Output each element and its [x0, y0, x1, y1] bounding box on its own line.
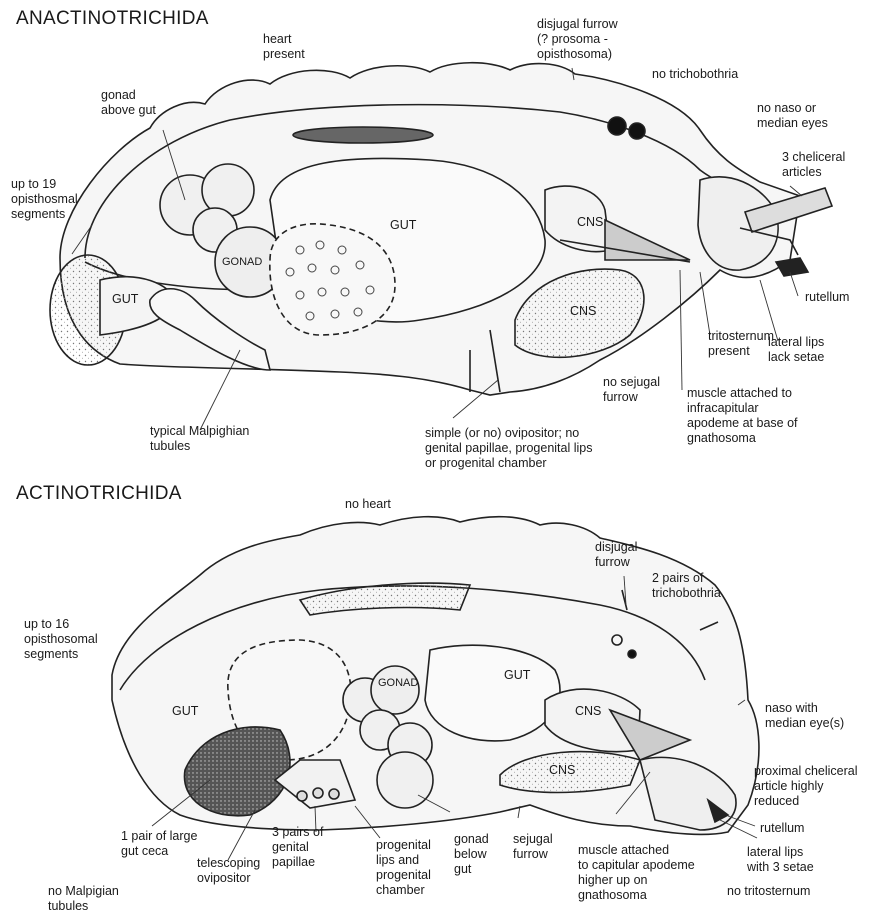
label-heart-present: heart present [263, 32, 305, 62]
top-eye-2 [629, 123, 645, 139]
label-cheliceral-articles: 3 cheliceral articles [782, 150, 845, 180]
label-gut-ceca: 1 pair of large gut ceca [121, 829, 197, 859]
actinotrichida-body [112, 517, 759, 835]
top-heart [293, 127, 433, 143]
label-no-trichobothria: no trichobothria [652, 67, 738, 82]
bottom-gonad [377, 752, 433, 808]
label-tritosternum-present: tritosternum present [708, 329, 774, 359]
inner-cns2-bottom: CNS [549, 763, 575, 778]
label-segments-top: up to 19 opisthosmal segments [11, 177, 78, 222]
bottom-gut [425, 645, 560, 741]
inner-gonad-top: GONAD [222, 255, 262, 270]
label-rutellum-top: rutellum [805, 290, 849, 305]
bottom-eye [628, 650, 636, 658]
inner-cns2-top: CNS [570, 304, 596, 319]
label-no-naso: no naso or median eyes [757, 101, 828, 131]
label-sejugal-furrow: sejugal furrow [513, 832, 553, 862]
label-gonad-above-gut: gonad above gut [101, 88, 156, 118]
label-segments-bottom: up to 16 opisthosomal segments [24, 617, 98, 662]
label-progenital-lips: progenital lips and progenital chamber [376, 838, 431, 898]
label-no-malpighian: no Malpigian tubules [48, 884, 119, 914]
label-gonad-below-gut: gonad below gut [454, 832, 489, 877]
label-trichobothria-pairs: 2 pairs of trichobothria [652, 571, 721, 601]
inner-cns1-top: CNS [577, 215, 603, 230]
label-disjugal-furrow-bottom: disjugal furrow [595, 540, 637, 570]
label-naso-median-eyes: naso with median eye(s) [765, 701, 844, 731]
top-rutellum [776, 258, 808, 276]
label-genital-papillae: 3 pairs of genital papillae [272, 825, 323, 870]
label-rutellum-bottom: rutellum [760, 821, 804, 836]
inner-gut-bottom: GUT [172, 704, 198, 719]
label-ovipositor-top: simple (or no) ovipositor; no genital pa… [425, 426, 592, 471]
inner-gut2-bottom: GUT [504, 668, 530, 683]
label-malpighian: typical Malpighian tubules [150, 424, 249, 454]
top-eye-1 [608, 117, 626, 135]
label-no-sejugal: no sejugal furrow [603, 375, 660, 405]
actinotrichida-title: ACTINOTRICHIDA [16, 483, 182, 505]
label-proximal-cheliceral: proximal cheliceral article highly reduc… [754, 764, 858, 809]
label-muscle-top: muscle attached to infracapitular apodem… [687, 386, 798, 446]
label-disjugal-furrow-top: disjugal furrow (? prosoma - opisthosoma… [537, 17, 618, 62]
inner-gut-top: GUT [390, 218, 416, 233]
label-no-heart: no heart [345, 497, 391, 512]
inner-gut2-top: GUT [112, 292, 138, 307]
label-telescoping-ovipositor: telescoping ovipositor [197, 856, 260, 886]
inner-cns1-bottom: CNS [575, 704, 601, 719]
inner-gonad-bottom: GONAD [378, 676, 418, 691]
label-lateral-lips-top: lateral lips lack setae [768, 335, 824, 365]
anactinotrichida-title: ANACTINOTRICHIDA [16, 8, 209, 30]
label-muscle-bottom: muscle attached to capitular apodeme hig… [578, 843, 695, 903]
label-no-tritosternum: no tritosternum [727, 884, 810, 899]
label-lateral-lips-bottom: lateral lips with 3 setae [747, 845, 814, 875]
